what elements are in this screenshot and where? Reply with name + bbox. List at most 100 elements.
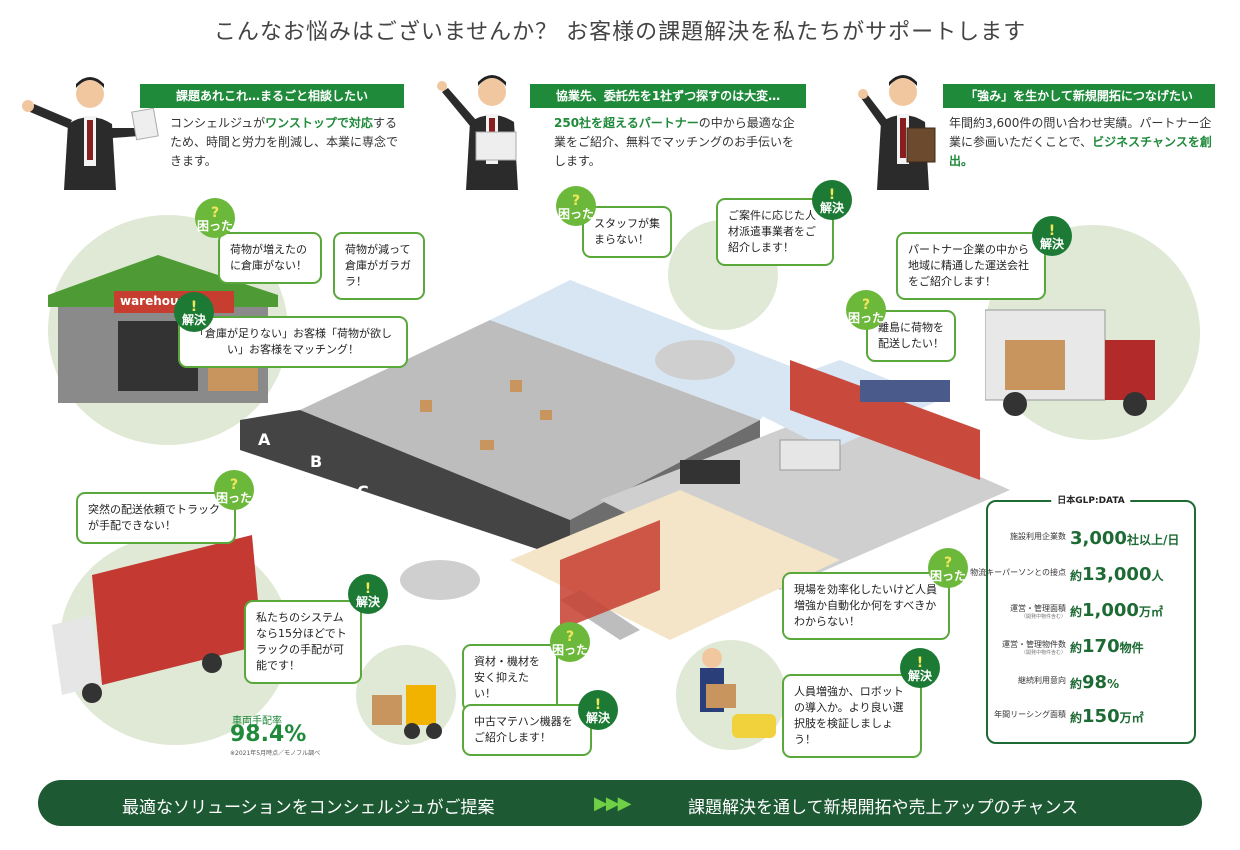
trouble-badge: ?困った [550,622,590,662]
data-number: 98 [1082,672,1108,693]
truck-stat-value: 98.4% [230,722,307,747]
data-label-text: 運営・管理面積 [1010,604,1066,613]
glp-data-panel: 日本GLP:DATA 施設利用企業数 3,000社以上/日 物流キーパーソンとの… [970,493,1196,744]
concern-heading: 協業先、委託先を1社ずつ探すのは大変… [530,84,806,108]
data-number: 170 [1082,636,1120,657]
delivery-truck-illustration [985,309,1155,416]
speech-bubble-truck-shortage: 突然の配送依頼でトラックが手配できない！ [76,492,236,544]
business-illustration [858,75,936,190]
data-unit: 社以上/日 [1126,533,1180,547]
footer-right-text: 課題解決を通して新規開拓や売上アップのチャンス [688,798,1078,818]
badge-label: 困った [551,643,588,657]
badge-label: 困った [847,311,884,325]
data-value: 約13,000人 [1070,564,1164,585]
speech-bubble-staff-shortage: スタッフが集まらない！ [582,206,672,258]
robot-worker-illustration [700,648,776,738]
warehouse-sign: warehou [120,294,179,308]
data-unit: 万㎡ [1138,605,1163,619]
badge-label: 解決 [907,669,932,683]
trouble-badge: ?困った [214,470,254,510]
data-label-text: 物流キーパーソンとの接点 [970,568,1066,577]
badge-label: 解決 [585,711,610,725]
concern-text-pre: コンシェルジュが [170,116,266,130]
trouble-badge: ?困った [928,548,968,588]
badge-label: 解決 [819,201,844,215]
concern-1: 課題あれこれ…まるごと相談したい コンシェルジュがワンストップで対応するため、時… [20,72,410,192]
data-row: 物流キーパーソンとの接点 約13,000人 [970,564,1194,594]
trouble-badge: ?困った [846,290,886,330]
data-row: 運営・管理物件数（開発中物件含む） 約170物件 [988,636,1194,666]
concern-2: 協業先、委託先を1社ずつ探すのは大変… 250社を超えるパートナーの中から最適な… [430,72,810,192]
concern-heading: 課題あれこれ…まるごと相談したい [140,84,404,108]
dock-letter: B [310,452,323,471]
badge-label: 解決 [1039,237,1064,251]
forklift-icon [372,685,442,739]
data-row: 施設利用企業数 3,000社以上/日 [988,528,1194,558]
concern-text-highlight: 250社を超えるパートナー [554,116,699,130]
data-prefix: 約 [1070,677,1083,691]
speech-bubble-warehouse-matching: 「倉庫が足りない」お客様「荷物が欲しい」お客様をマッチング！ [178,316,408,368]
concern-text-post: の中から最適な企業をご紹介、無料でマッチングのお手伝いをします。 [554,116,795,168]
data-value: 約98% [1070,672,1119,693]
concern-text-post: するため、時間と労力を削減し、本業に専念できます。 [170,116,399,168]
data-number: 150 [1082,706,1120,727]
concern-3: 「強み」を生かして新規開拓につなげたい 年間約3,600件の問い合わせ実績。パー… [855,72,1217,192]
truck-stat-label: 車両手配率 [232,716,282,727]
data-label-text: 年間リーシング面積 [994,710,1066,719]
data-label: 施設利用企業数 [1010,532,1066,542]
trouble-badge: ?困った [195,198,235,238]
concern-heading: 「強み」を生かして新規開拓につなげたい [943,84,1215,108]
badge-label: 困った [196,219,233,233]
concern-text-highlight: ビジネスチャンスを創出。 [949,135,1212,168]
speech-bubble-truck-solution: 私たちのシステムなら15分ほどでトラックの手配が可能です！ [244,600,362,684]
data-value: 3,000社以上/日 [1070,528,1179,549]
footer-left-text: 最適なソリューションをコンシェルジュがご提案 [122,798,495,818]
data-row: 年間リーシング面積 約150万㎡ [988,706,1194,736]
data-panel-title: 日本GLP:DATA [1051,493,1131,506]
data-prefix: 約 [1070,711,1083,725]
triple-arrow-icon: ▶▶▶ [594,793,632,814]
speech-bubble-warehouse-shortage: 荷物が増えたのに倉庫がない！ [218,232,322,284]
concern-text-pre: 年間約3,600件の問い合わせ実績。パートナー企業に参画いただくことで、 [949,116,1212,149]
data-value: 約150万㎡ [1070,706,1144,727]
speech-bubble-automation-solution: 人員増強か、ロボットの導入か。より良い選択肢を検証しましょう！ [782,674,922,758]
data-number: 3,000 [1070,528,1127,549]
dock-letter: D [404,510,418,529]
concern-text-highlight: ワンストップで対応 [265,116,373,130]
data-value: 約170物件 [1070,636,1144,657]
data-value: 約1,000万㎡ [1070,600,1163,621]
dock-letter: A [258,430,271,449]
dock-letter: C [357,482,369,501]
partner-illustration [437,75,518,190]
data-label: 年間リーシング面積 [994,710,1066,720]
data-label: 物流キーパーソンとの接点 [970,568,1066,578]
data-label: 運営・管理物件数（開発中物件含む） [1002,640,1066,657]
solve-badge: !解決 [1032,216,1072,256]
data-label: 継続利用意向 [1018,676,1066,686]
badge-label: 解決 [181,313,206,327]
data-label-text: 施設利用企業数 [1010,532,1066,541]
speech-bubble-materials-solution: 中古マテハン機器をご紹介します！ [462,704,592,756]
logistics-center-illustration [240,280,1010,640]
concern-text: 250社を超えるパートナーの中から最適な企業をご紹介、無料でマッチングのお手伝い… [554,114,804,171]
speech-bubble-island-solution: パートナー企業の中から地域に精通した運送会社をご紹介します！ [896,232,1046,300]
badge-label: 困った [929,569,966,583]
concierge-illustration [22,77,159,190]
trouble-badge: ?困った [556,186,596,226]
truck-stat-note: ※2021年5月時点／モノフル調べ [230,750,321,757]
data-row: 運営・管理面積（開発中物件含む） 約1,000万㎡ [988,600,1194,630]
badge-label: 解決 [355,595,380,609]
solve-badge: !解決 [578,690,618,730]
solve-badge: !解決 [348,574,388,614]
solve-badge: !解決 [812,180,852,220]
data-prefix: 約 [1070,605,1083,619]
page-title: こんなお悩みはございませんか？ お客様の課題解決を私たちがサポートします [213,20,1027,45]
data-label-text: 運営・管理物件数 [1002,640,1066,649]
concern-text: 年間約3,600件の問い合わせ実績。パートナー企業に参画いただくことで、ビジネス… [949,114,1215,171]
data-unit: 物件 [1119,641,1144,655]
red-truck-illustration [52,535,262,703]
footer-banner: 最適なソリューションをコンシェルジュがご提案 ▶▶▶ 課題解決を通して新規開拓や… [38,780,1202,826]
data-unit: % [1107,677,1120,691]
data-label-text: 継続利用意向 [1018,676,1066,685]
concern-text: コンシェルジュがワンストップで対応するため、時間と労力を削減し、本業に専念できま… [170,114,406,171]
